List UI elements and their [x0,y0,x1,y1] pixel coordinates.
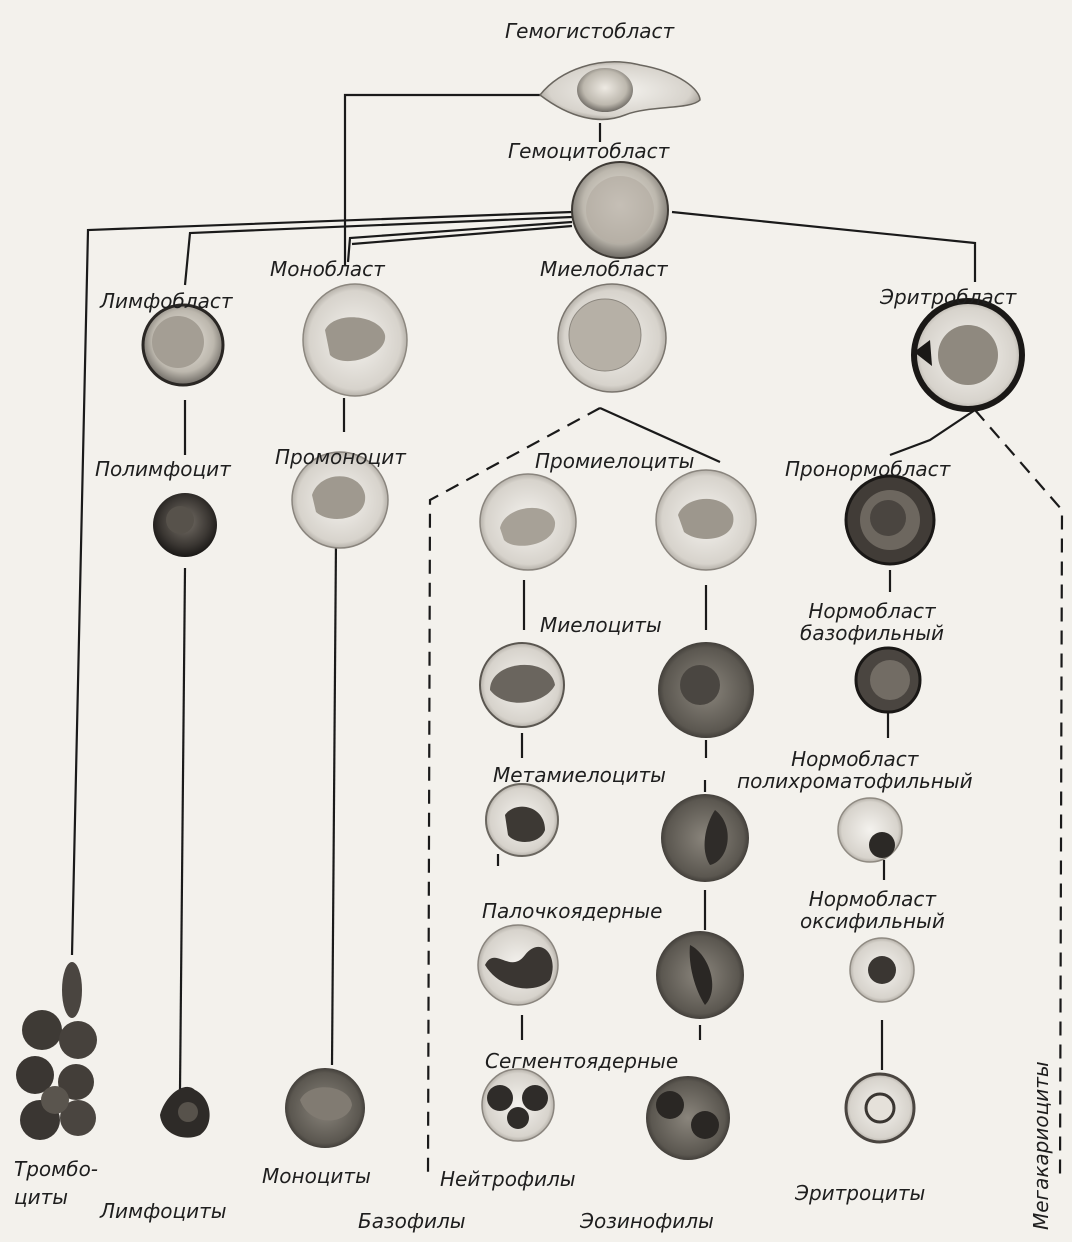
label-normoblast-polychromatophilic: Нормобласт полихроматофильный [737,748,973,792]
label-normoblast-poly-line2: полихроматофильный [737,770,973,792]
label-normoblast-poly-line1: Нормобласт [737,748,973,770]
lymphocyte-cell [160,1087,210,1138]
eosinophil-cell [646,1076,730,1160]
myelocyte-right-cell [658,642,754,738]
band-right-cell [656,931,744,1019]
label-normoblast-basophilic-line1: Нормобласт [800,600,944,622]
label-hemocytoblast: Гемоцитобласт [508,140,669,162]
label-thrombocytes-line1: Тромбо- [14,1158,98,1180]
myelocyte-left-cell [480,643,564,727]
label-eosinophils: Эозинофилы [580,1210,714,1232]
band-left-cell [478,925,558,1005]
myeloblast-cell [558,284,666,392]
normoblast-polychromatophilic-cell [838,798,902,862]
hemohistoblast-cell [540,62,700,120]
label-normoblast-basophilic: Нормобласт базофильный [800,600,944,644]
normoblast-oxyphilic-cell [850,938,914,1002]
label-monoblast: Монобласт [270,258,385,280]
neutrophil-cell [482,1069,554,1141]
label-myelocytes: Миелоциты [540,614,662,636]
label-normoblast-oxy-line1: Нормобласт [800,888,945,910]
label-basophils: Базофилы [358,1210,466,1232]
promyelocyte-left-cell [480,474,576,570]
label-normoblast-basophilic-line2: базофильный [800,622,944,644]
erythrocyte-cell [846,1074,914,1142]
label-band: Палочкоядерные [482,900,662,922]
label-promyelocytes: Промиелоциты [535,450,694,472]
monoblast-cell [303,284,407,396]
label-polymphocyte: Полимфоцит [95,458,231,480]
label-erythrocytes: Эритроциты [795,1182,925,1204]
label-megakaryocytes: Мегакариоциты [1030,1061,1052,1230]
promyelocyte-right-cell [656,470,756,570]
label-normoblast-oxy-line2: оксифильный [800,910,945,932]
lymphoblast-cell [143,305,223,385]
label-lymphoblast: Лимфобласт [100,290,232,312]
thrombocytes-cell-cluster [16,962,97,1140]
label-metamyelocytes: Метамиелоциты [493,764,666,786]
metamyelocyte-left-cell [486,784,558,856]
label-pronormoblast: Пронормобласт [785,458,950,480]
monocyte-cell [285,1068,365,1148]
label-hemohistoblast: Гемогистобласт [505,20,674,42]
label-erythroblast: Эритробласт [880,286,1016,308]
polymphocyte-cell [153,493,217,557]
label-neutrophils: Нейтрофилы [440,1168,576,1190]
metamyelocyte-right-cell [661,794,749,882]
label-normoblast-oxyphilic: Нормобласт оксифильный [800,888,945,932]
label-segmented: Сегментоядерные [485,1050,678,1072]
label-myeloblast: Миелобласт [540,258,668,280]
label-monocytes: Моноциты [262,1165,371,1187]
label-lymphocytes: Лимфоциты [100,1200,227,1222]
erythroblast-cell [914,301,1022,409]
label-promonocyte: Промоноцит [275,446,406,468]
label-thrombocytes: Тромбо- циты [14,1158,98,1208]
pronormoblast-cell [846,476,934,564]
normoblast-basophilic-cell [856,648,920,712]
label-thrombocytes-line2: циты [14,1186,98,1208]
hemocytoblast-cell [572,162,668,258]
